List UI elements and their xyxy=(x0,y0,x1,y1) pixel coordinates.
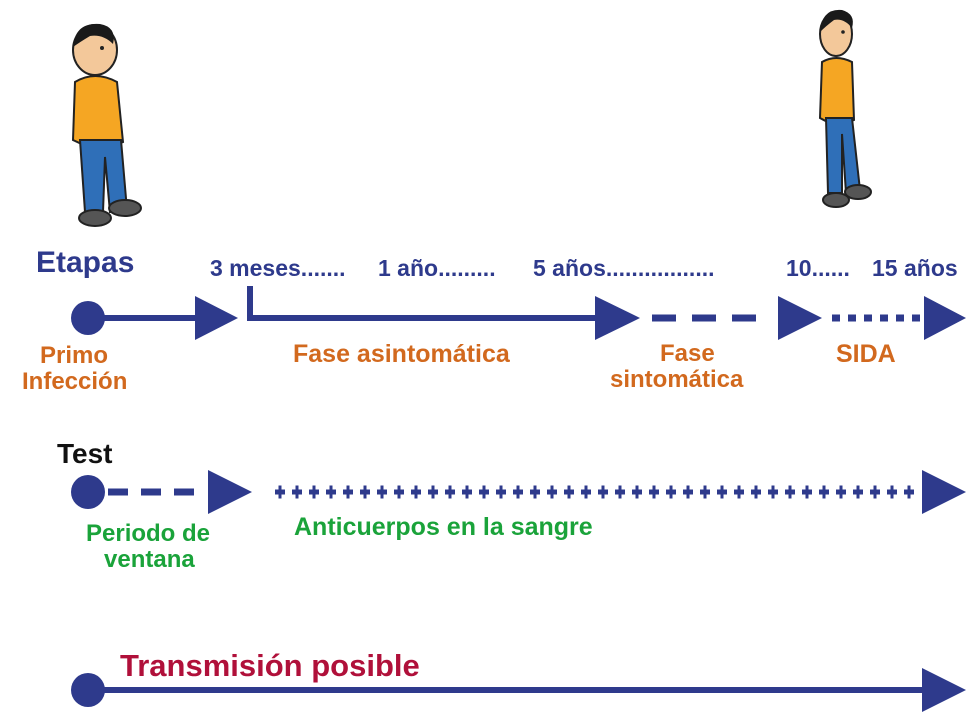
person-figure-right xyxy=(818,9,872,208)
anticuerpos-label: Anticuerpos en la sangre xyxy=(294,513,593,541)
transmission-arrowhead xyxy=(922,668,966,712)
test-timeline xyxy=(71,470,966,514)
antibodies-arrowhead xyxy=(922,470,966,514)
timeline-label-1-ano: 1 año......... xyxy=(378,255,496,281)
timeline-label-3-meses: 3 meses....... xyxy=(210,255,346,281)
sintomatica-arrowhead xyxy=(778,296,822,340)
transmission-start-dot xyxy=(71,673,105,707)
fase-sintomatica-label-line1: Fase xyxy=(660,340,715,367)
stages-start-dot xyxy=(71,301,105,335)
transmision-posible-label: Transmisión posible xyxy=(120,648,420,683)
periodo-ventana-label-line2: ventana xyxy=(104,546,195,573)
primo-infeccion-label-line2: Infección xyxy=(22,368,128,395)
sida-label: SIDA xyxy=(836,340,896,368)
asintomatica-arrowhead xyxy=(595,296,640,340)
sida-arrowhead xyxy=(924,296,966,340)
test-heading: Test xyxy=(57,438,113,469)
stages-timeline xyxy=(71,286,966,340)
test-start-dot xyxy=(71,475,105,509)
asintomatica-bracket xyxy=(247,286,600,321)
fase-sintomatica-label-line2: sintomática xyxy=(610,366,744,393)
primo-arrowhead xyxy=(195,296,238,340)
window-arrowhead xyxy=(208,470,252,514)
fase-asintomatica-label: Fase asintomática xyxy=(293,340,510,368)
stages-heading: Etapas xyxy=(36,246,135,279)
periodo-ventana-label-line1: Periodo de xyxy=(86,520,211,547)
primo-infeccion-label-line1: Primo xyxy=(40,342,109,369)
timeline-label-10: 10...... xyxy=(786,255,850,281)
timeline-label-5-anos: 5 años................. xyxy=(533,255,715,281)
timeline-label-15-anos: 15 años xyxy=(872,255,958,281)
transmission-timeline xyxy=(71,668,966,712)
person-figure-left xyxy=(71,23,142,227)
